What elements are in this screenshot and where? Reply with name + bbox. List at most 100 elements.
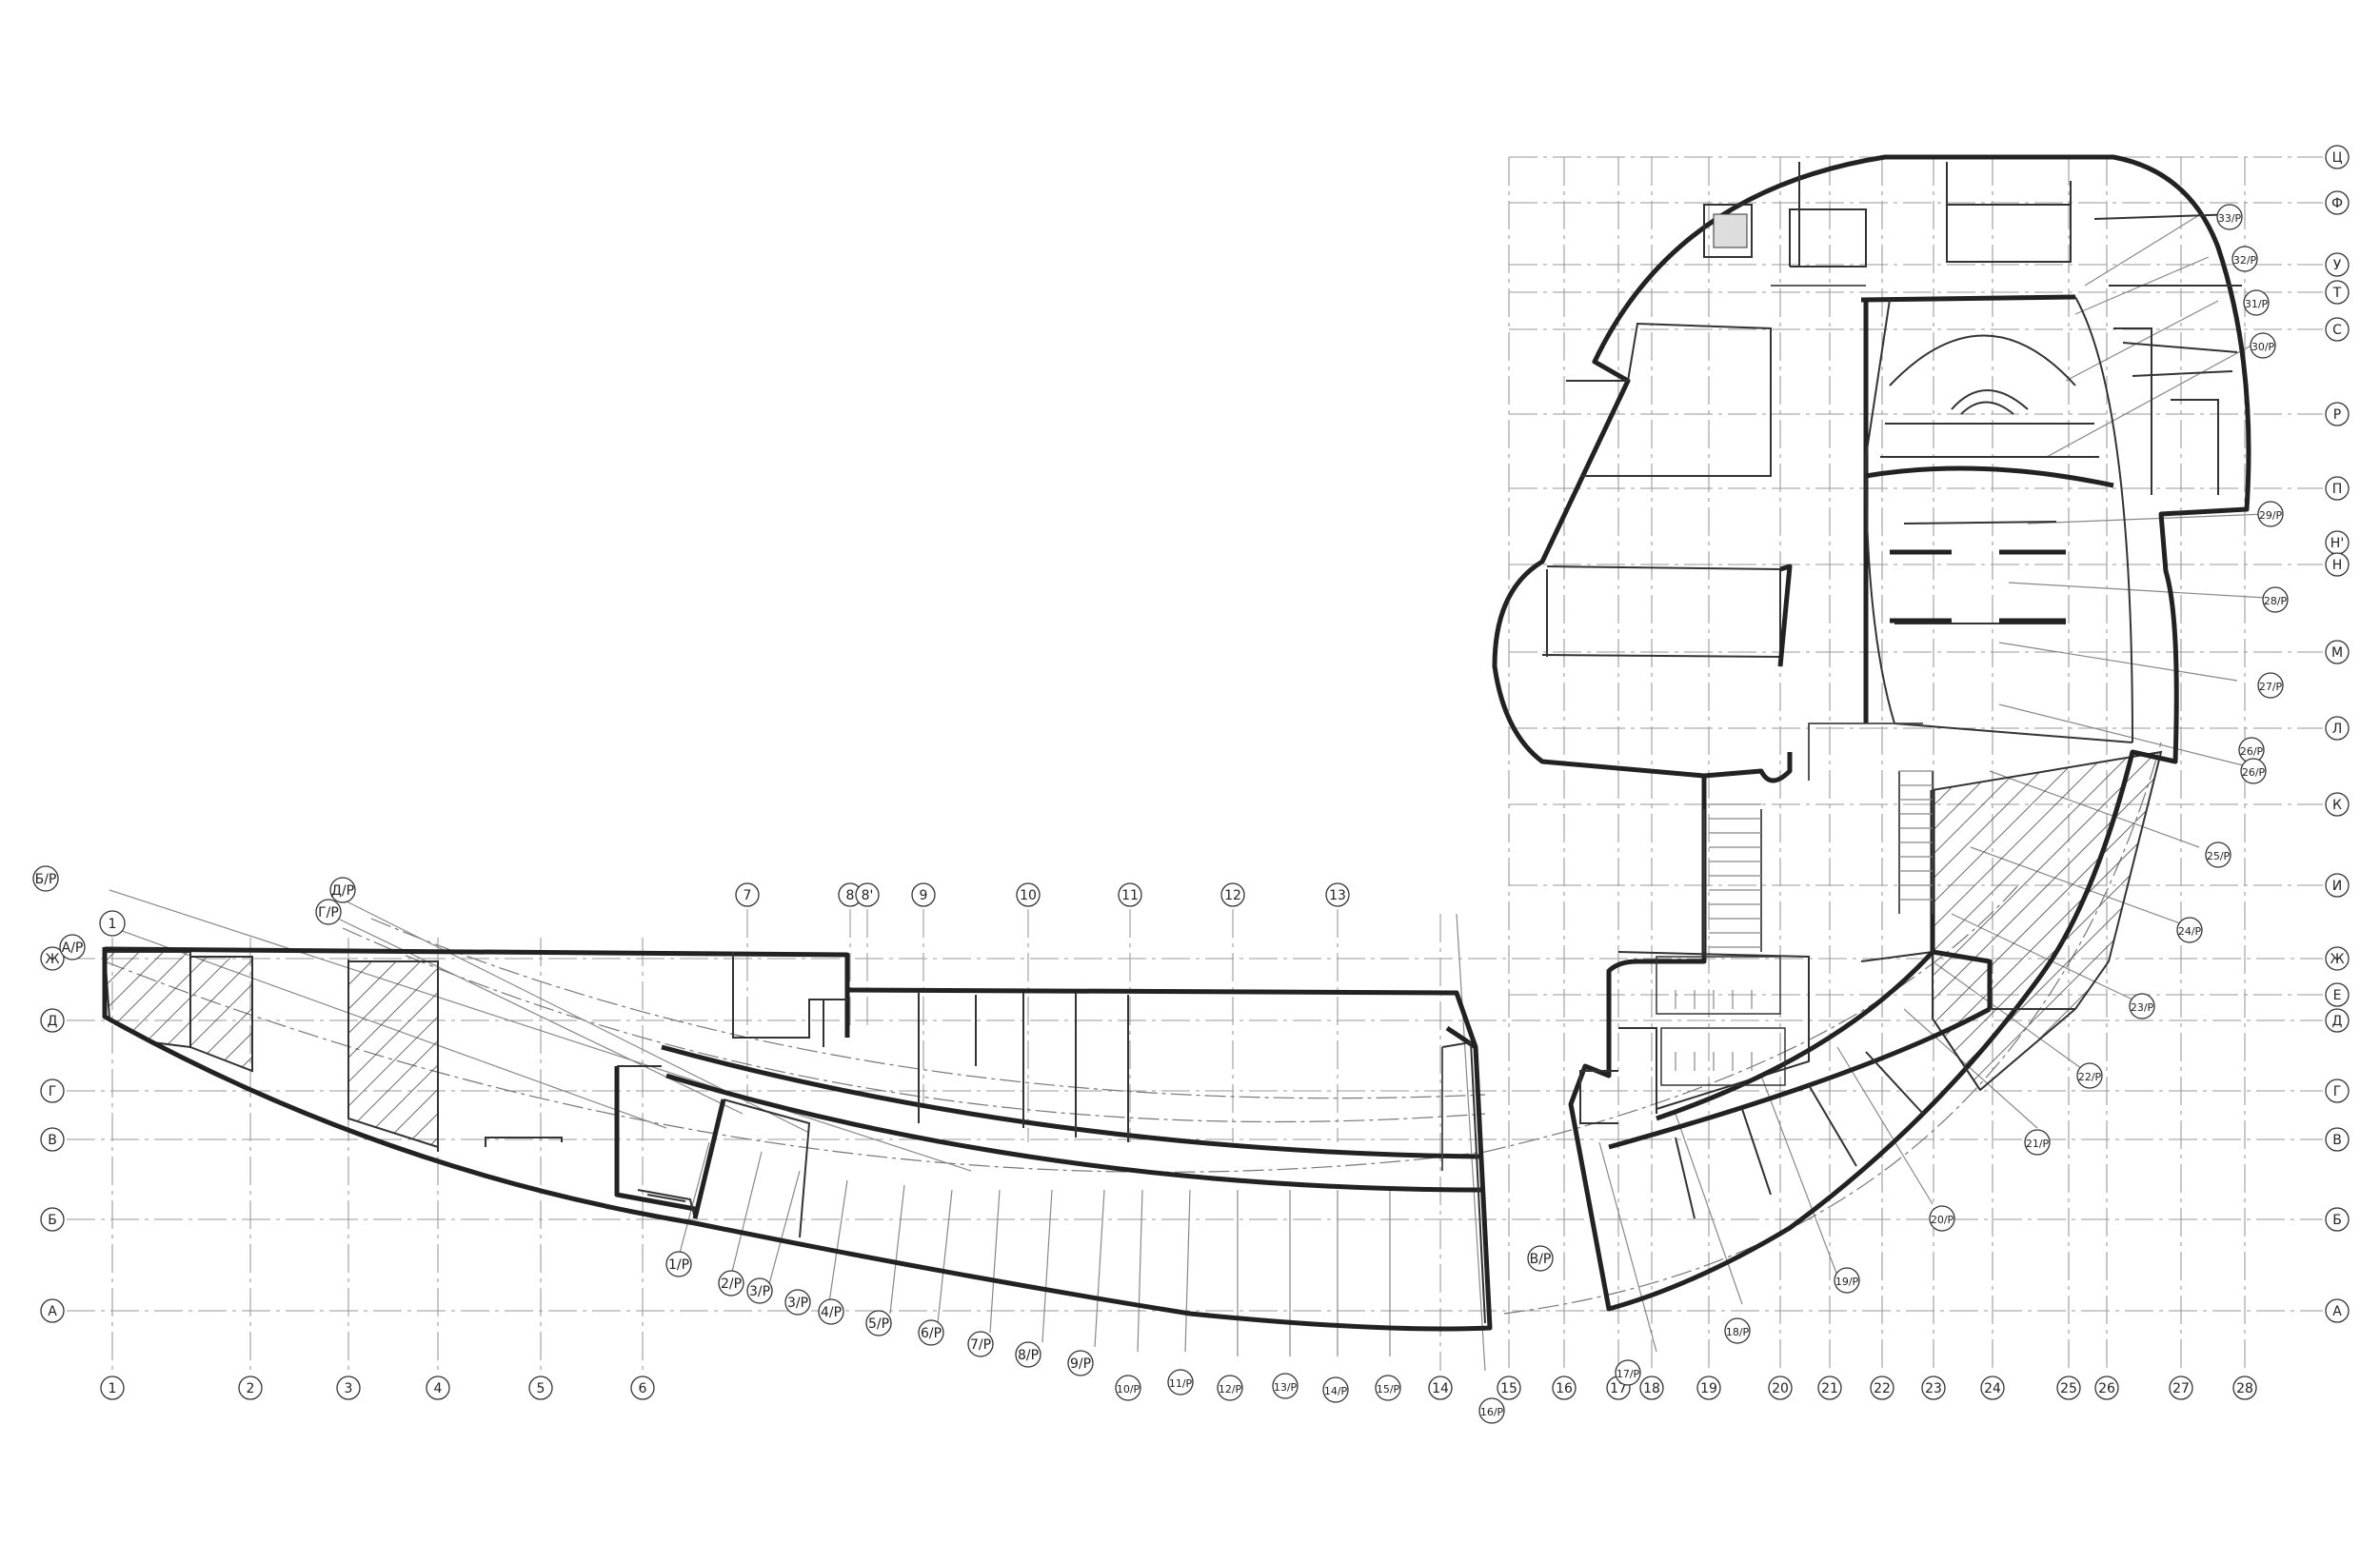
axis-bubble-right: Д bbox=[2325, 1008, 2350, 1033]
axis-bubble-bottom-text: 15 bbox=[1500, 1381, 1517, 1396]
axis-bubble-top-text: 12 bbox=[1224, 888, 1241, 903]
axis-bubble-top-text: 13 bbox=[1329, 888, 1346, 903]
axis-bubble-right: И bbox=[2325, 873, 2350, 898]
axis-bubble-right-text: Д bbox=[2332, 1014, 2343, 1029]
radial-bubble-text: 26/Р bbox=[2242, 766, 2266, 779]
axis-bubble-bottom: 23 bbox=[1921, 1376, 1946, 1400]
radial-bubble-text: 24/Р bbox=[2178, 925, 2202, 938]
radial-bubble: 4/Р bbox=[818, 1298, 844, 1325]
radial-bubble-text: 5/Р bbox=[868, 1316, 889, 1332]
radial-bubble: 13/Р bbox=[1272, 1373, 1299, 1399]
axis-bubble-bottom-text: 28 bbox=[2236, 1381, 2253, 1396]
radial-bubble-text: 7/Р bbox=[970, 1337, 991, 1353]
radial-bubble-text: 21/Р bbox=[2026, 1138, 2050, 1150]
axis-bubble-bottom: 27 bbox=[2169, 1376, 2193, 1400]
axis-bubble-top: 13 bbox=[1325, 882, 1350, 907]
radial-bubble: 21/Р bbox=[2024, 1129, 2051, 1156]
axis-bubble-bottom: 19 bbox=[1696, 1376, 1721, 1400]
radial-bubble-text: 4/Р bbox=[821, 1305, 842, 1320]
axis-bubble-right: Ф bbox=[2325, 190, 2350, 215]
axis-bubble-bottom-text: 21 bbox=[1821, 1381, 1838, 1396]
radial-bubble-text: 3/Р bbox=[749, 1284, 770, 1299]
radial-bubble: 14/Р bbox=[1322, 1376, 1349, 1403]
radial-bubble: 6/Р bbox=[918, 1319, 944, 1346]
axis-bubble-left-text: Г bbox=[49, 1084, 57, 1099]
axis-bubble-left: Д bbox=[40, 1008, 65, 1033]
radial-bubble: 28/Р bbox=[2262, 586, 2289, 613]
radial-bubble: В/Р bbox=[1527, 1245, 1554, 1272]
radial-bubble: 25/Р bbox=[2205, 841, 2231, 868]
axis-bubble-right: Г bbox=[2325, 1079, 2350, 1103]
radial-bubble: 7/Р bbox=[967, 1331, 994, 1357]
axis-bubble-bottom: 3 bbox=[336, 1376, 361, 1400]
radial-bubble-text: 2/Р bbox=[721, 1277, 742, 1292]
radial-bubble: Г/Р bbox=[315, 899, 342, 925]
radial-bubble-text: 28/Р bbox=[2264, 595, 2288, 607]
radial-bubble-text: 18/Р bbox=[1726, 1326, 1750, 1338]
axis-bubble-right: Н bbox=[2325, 552, 2350, 577]
axis-bubble-left: Б bbox=[40, 1207, 65, 1232]
axis-bubble-right-text: Т bbox=[2332, 286, 2342, 301]
axis-bubble-left-text: А bbox=[48, 1304, 57, 1319]
radial-bubble: 3/Р bbox=[784, 1289, 811, 1316]
axis-bubble-bottom: 16 bbox=[1552, 1376, 1577, 1400]
axis-bubble-right-text: Г bbox=[2333, 1084, 2342, 1099]
axis-bubble-top: 7 bbox=[735, 882, 760, 907]
axis-bubble-right-text: А bbox=[2332, 1304, 2342, 1319]
axis-bubble-top: 12 bbox=[1220, 882, 1245, 907]
axis-bubble-right-text: Е bbox=[2333, 988, 2342, 1003]
axis-bubble-left-text: Б bbox=[48, 1213, 57, 1228]
axis-bubble-right-text: Ц bbox=[2332, 150, 2343, 166]
radial-bubble: 12/Р bbox=[1217, 1375, 1243, 1401]
axis-bubble-right: Т bbox=[2325, 280, 2350, 305]
axis-bubble-bottom: 20 bbox=[1768, 1376, 1793, 1400]
axis-bubble-bottom: 6 bbox=[630, 1376, 655, 1400]
radial-bubble-text: 1 bbox=[109, 917, 117, 932]
axis-bubble-bottom-text: 4 bbox=[434, 1381, 443, 1396]
radial-bubble: 2/Р bbox=[718, 1270, 744, 1297]
axis-bubble-right-text: Н bbox=[2332, 558, 2343, 573]
radial-bubble-text: 6/Р bbox=[921, 1326, 942, 1341]
axis-bubble-right: Ж bbox=[2325, 946, 2350, 971]
radial-bubble-text: 10/Р bbox=[1117, 1383, 1140, 1396]
axis-bubble-left-text: Ж bbox=[45, 952, 59, 967]
axis-bubble-right-text: Ф bbox=[2331, 196, 2343, 211]
radial-bubble-text: 13/Р bbox=[1274, 1381, 1298, 1394]
radial-bubble-text: 16/Р bbox=[1480, 1406, 1504, 1418]
radial-bubble: 18/Р bbox=[1724, 1317, 1751, 1344]
axis-bubble-bottom: 24 bbox=[1980, 1376, 2005, 1400]
radial-bubble: 23/Р bbox=[2129, 993, 2155, 1019]
axis-bubble-right: Р bbox=[2325, 402, 2350, 426]
radial-bubble: 16/Р bbox=[1478, 1397, 1505, 1424]
axis-bubble-top-text: 7 bbox=[744, 888, 752, 903]
axis-bubble-bottom-text: 16 bbox=[1556, 1381, 1573, 1396]
axis-bubble-bottom-text: 27 bbox=[2172, 1381, 2190, 1396]
axis-bubble-bottom: 21 bbox=[1817, 1376, 1842, 1400]
axis-bubble-top-text: 9 bbox=[920, 888, 928, 903]
axis-bubble-right-text: Ж bbox=[2330, 952, 2344, 967]
axis-bubble-right: Н' bbox=[2325, 530, 2350, 555]
axis-bubble-bottom-text: 18 bbox=[1643, 1381, 1660, 1396]
radial-bubble-text: 30/Р bbox=[2251, 341, 2275, 353]
radial-bubble-text: А/Р bbox=[62, 940, 84, 956]
axis-bubble-right-text: В bbox=[2332, 1133, 2342, 1148]
radial-bubble-text: 31/Р bbox=[2245, 298, 2269, 310]
axis-bubble-bottom: 15 bbox=[1497, 1376, 1521, 1400]
axis-bubble-bottom: 4 bbox=[426, 1376, 450, 1400]
axis-bubble-bottom-text: 6 bbox=[639, 1381, 647, 1396]
axis-bubble-left-text: Д bbox=[48, 1014, 58, 1029]
axis-bubble-bottom-text: 19 bbox=[1700, 1381, 1717, 1396]
radial-bubble-text: 8/Р bbox=[1018, 1348, 1039, 1363]
radial-bubble: 1 bbox=[99, 910, 126, 937]
radial-bubble-text: 22/Р bbox=[2078, 1071, 2102, 1083]
axis-bubble-left: Ж bbox=[40, 946, 65, 971]
axis-bubble-top: 9 bbox=[911, 882, 936, 907]
radial-bubble-text: 25/Р bbox=[2207, 850, 2231, 862]
radial-bubble: 9/Р bbox=[1067, 1350, 1094, 1376]
radial-bubble-text: 33/Р bbox=[2218, 212, 2242, 225]
radial-bubble-text: 15/Р bbox=[1377, 1383, 1400, 1396]
axis-bubble-bottom-text: 1 bbox=[109, 1381, 117, 1396]
axis-bubble-right-text: С bbox=[2332, 323, 2342, 338]
